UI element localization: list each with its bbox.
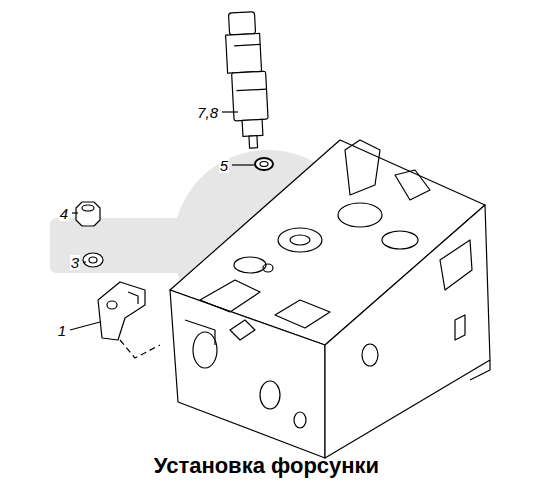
callout-number: 1 [57,323,67,338]
callout-number: 4 [59,206,69,221]
callout-number: 5 [219,158,229,173]
callout-number: 3 [70,255,80,270]
caption: Установка форсунки [154,455,379,477]
callout-number: 7,8 [196,105,219,120]
